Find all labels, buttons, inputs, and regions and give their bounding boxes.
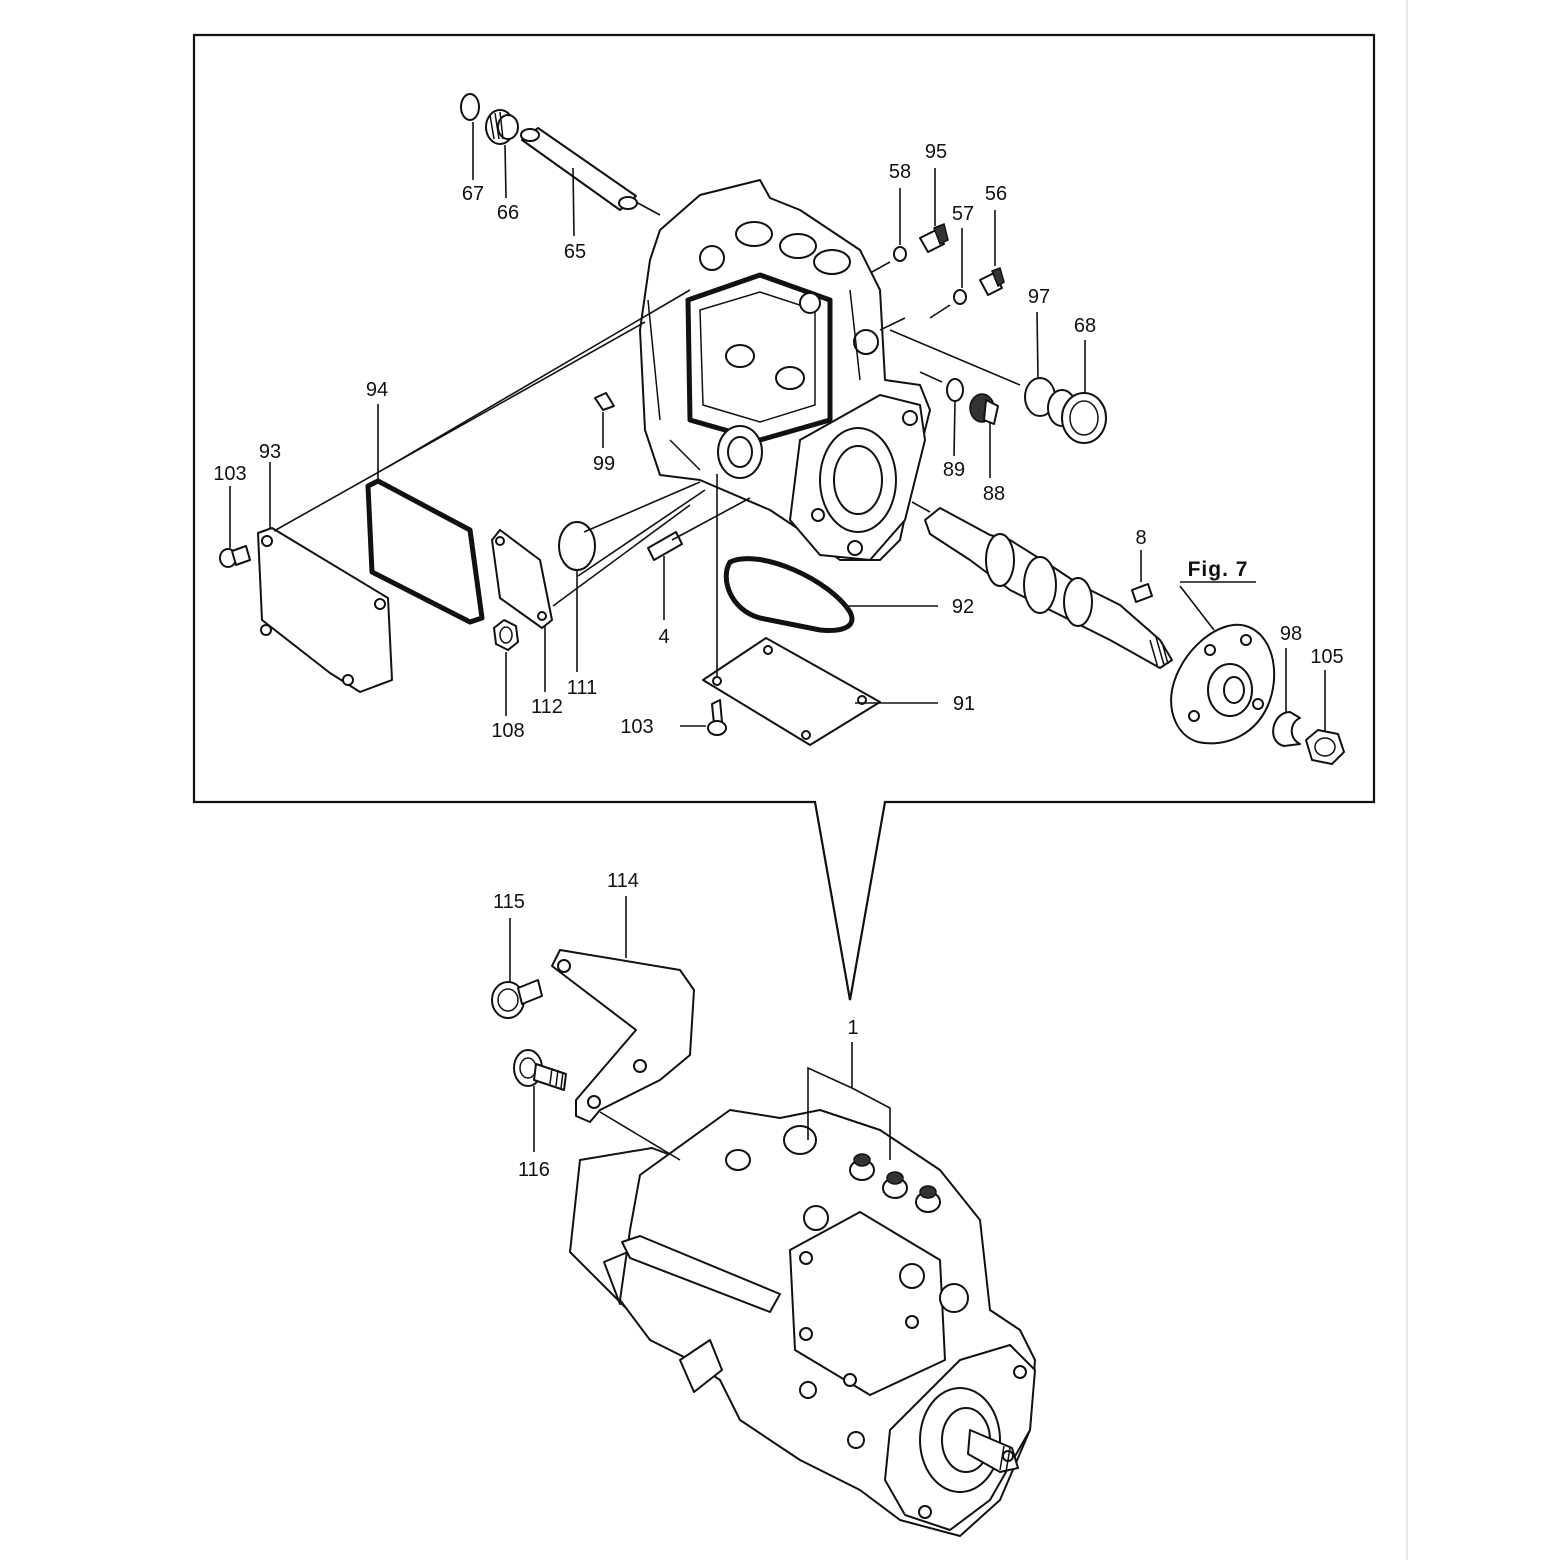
callout-67: 67 bbox=[462, 183, 484, 205]
callout-labels: 67 66 65 58 95 57 56 97 68 94 93 103 99 … bbox=[213, 141, 1343, 1181]
pump-housing bbox=[639, 179, 931, 561]
bolt-115 bbox=[491, 979, 543, 1019]
fig-7-reference: Fig. 7 bbox=[1188, 558, 1249, 581]
callout-58: 58 bbox=[889, 161, 911, 183]
plug-95 bbox=[919, 222, 949, 253]
bolt-103-bottom bbox=[707, 699, 727, 736]
callout-88: 88 bbox=[983, 483, 1005, 505]
callout-114: 114 bbox=[607, 870, 639, 892]
coupling-fig7 bbox=[1170, 623, 1276, 745]
plug-68 bbox=[1047, 389, 1107, 444]
callout-8: 8 bbox=[1135, 527, 1146, 549]
callout-98: 98 bbox=[1280, 623, 1302, 645]
callout-65: 65 bbox=[564, 241, 586, 263]
callout-115: 115 bbox=[493, 891, 525, 913]
o-ring-89 bbox=[946, 378, 964, 402]
pin-99 bbox=[594, 392, 615, 411]
nut-105 bbox=[1305, 729, 1345, 765]
washer-98 bbox=[1272, 711, 1301, 747]
pipe-65 bbox=[520, 127, 638, 211]
callout-68: 68 bbox=[1074, 315, 1096, 337]
plate-112 bbox=[491, 529, 553, 629]
callout-66: 66 bbox=[497, 202, 519, 224]
callout-116: 116 bbox=[518, 1159, 550, 1181]
callout-89: 89 bbox=[943, 459, 965, 481]
bracket-114 bbox=[551, 949, 695, 1123]
callout-97: 97 bbox=[1028, 286, 1050, 308]
callout-99: 99 bbox=[593, 453, 615, 475]
plug-88 bbox=[969, 393, 999, 425]
callout-93: 93 bbox=[259, 441, 281, 463]
leader-lines-detail bbox=[229, 122, 1326, 732]
gasket-94 bbox=[365, 478, 485, 625]
callout-95: 95 bbox=[925, 141, 947, 163]
leader-lines-assembly bbox=[509, 896, 891, 1161]
key-8 bbox=[1131, 583, 1153, 603]
gasket-92 bbox=[723, 556, 855, 633]
bolt-103-left bbox=[219, 545, 251, 568]
callout-103-bottom: 103 bbox=[620, 716, 653, 738]
stud-4 bbox=[647, 531, 683, 561]
callout-1: 1 bbox=[847, 1017, 858, 1039]
callout-108: 108 bbox=[491, 720, 524, 742]
fitting-66 bbox=[485, 109, 519, 145]
cover-plate-91 bbox=[702, 637, 881, 746]
cover-plate-93 bbox=[257, 527, 393, 693]
plug-56 bbox=[979, 267, 1005, 296]
o-ring-57 bbox=[953, 289, 967, 305]
injection-pump-assembly bbox=[569, 1109, 1036, 1537]
callout-91: 91 bbox=[953, 693, 975, 715]
bolt-116 bbox=[513, 1049, 567, 1091]
detail-frame bbox=[192, 33, 1376, 1001]
o-ring-58 bbox=[893, 246, 907, 262]
callout-4: 4 bbox=[658, 626, 669, 648]
camshaft bbox=[924, 507, 1173, 669]
callout-57: 57 bbox=[952, 203, 974, 225]
callout-92: 92 bbox=[952, 596, 974, 618]
callout-94: 94 bbox=[366, 379, 388, 401]
callout-56: 56 bbox=[985, 183, 1007, 205]
o-ring-67 bbox=[460, 93, 480, 121]
nut-108 bbox=[493, 619, 519, 651]
callout-105: 105 bbox=[1310, 646, 1343, 668]
callout-112: 112 bbox=[531, 696, 563, 718]
callout-111: 111 bbox=[567, 677, 597, 699]
callout-103-left: 103 bbox=[213, 463, 246, 485]
